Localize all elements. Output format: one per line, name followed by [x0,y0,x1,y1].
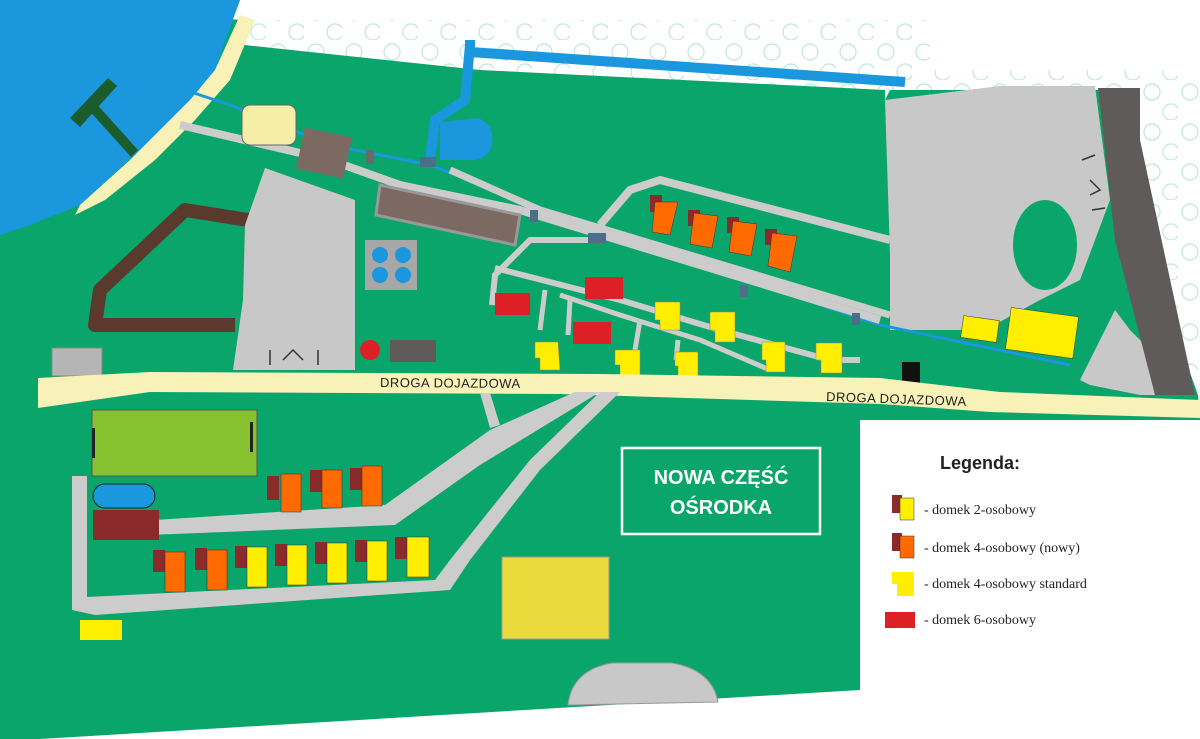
beach [75,15,255,215]
legend-background [860,422,1200,739]
road-label-east: DROGA DOJAZDOWA [826,389,967,409]
main-building [374,183,522,247]
cabin-4-person-new-icon [892,533,915,559]
small-yellow-building [80,620,122,640]
gate-icon [269,348,319,365]
umbrella-icon [372,247,411,283]
water-channel-down [425,44,475,161]
cabin-6-person-icon [885,612,915,628]
bridge [588,233,606,243]
legend: Legenda: - domek 2-osobowy - domek 4-oso… [860,422,1200,739]
bridge [530,210,538,222]
legend-item-4-person-standard: - domek 4-osobowy standard [924,577,1087,592]
gate-east-icon [1081,154,1106,211]
bridge [420,157,436,167]
swimming-pool [92,483,156,509]
goal-right [250,422,253,452]
road-label-west: DROGA DOJAZDOWA [380,375,521,391]
access-road [38,372,1200,418]
building [296,127,352,179]
bridge [366,150,374,164]
path-south-curve [72,392,620,615]
bridge [740,285,748,297]
pavilion [241,104,297,146]
small-building-west [51,347,103,377]
cabin-6-person [495,277,623,344]
goal-left [92,428,95,458]
boundary-wall [1098,88,1195,395]
legend-item-2-person: - domek 2-osobowy [924,503,1036,518]
legend-title: Legenda: [940,453,1020,473]
roundabout-island [1013,200,1077,290]
pier-icon [70,78,138,157]
new-area-title-line1: NOWA CZĘŚĆ [654,465,789,489]
amphitheatre [567,662,719,706]
pond [440,118,493,161]
umbrella-area [365,240,417,290]
running-trail [88,203,250,332]
small-building [390,340,436,362]
new-area-frame [620,446,822,536]
sports-hall [501,556,610,640]
parking-lot [233,168,355,370]
cabin-east [960,315,1000,343]
path-mid-2 [537,289,548,331]
path-loop [596,175,892,244]
lake [0,0,240,235]
path-mid-4 [632,319,643,351]
brown-building [93,510,159,540]
cabin-4-person-standard [534,301,843,378]
new-area-title-line2: OŚRODKA [670,495,772,519]
red-marker [360,340,380,360]
path-north [179,121,882,324]
football-pitch [91,409,258,477]
path-north-2 [448,166,892,319]
path-branch [489,237,600,306]
cabin-4-person-new [650,195,798,273]
cabin-row-south-upper [267,465,383,513]
path-mid-3 [565,299,573,336]
cabin-4-person-standard-icon [892,572,914,596]
cabin-row-south-lower [153,536,430,593]
bridge [852,313,860,325]
cabin-east-large [1005,307,1079,359]
legend-item-4-person-new: - domek 4-osobowy (nowy) [924,541,1080,556]
cabin-2-person-icon [892,495,915,521]
legend-item-6-person: - domek 6-osobowy [924,613,1036,628]
path-spur [480,393,500,428]
